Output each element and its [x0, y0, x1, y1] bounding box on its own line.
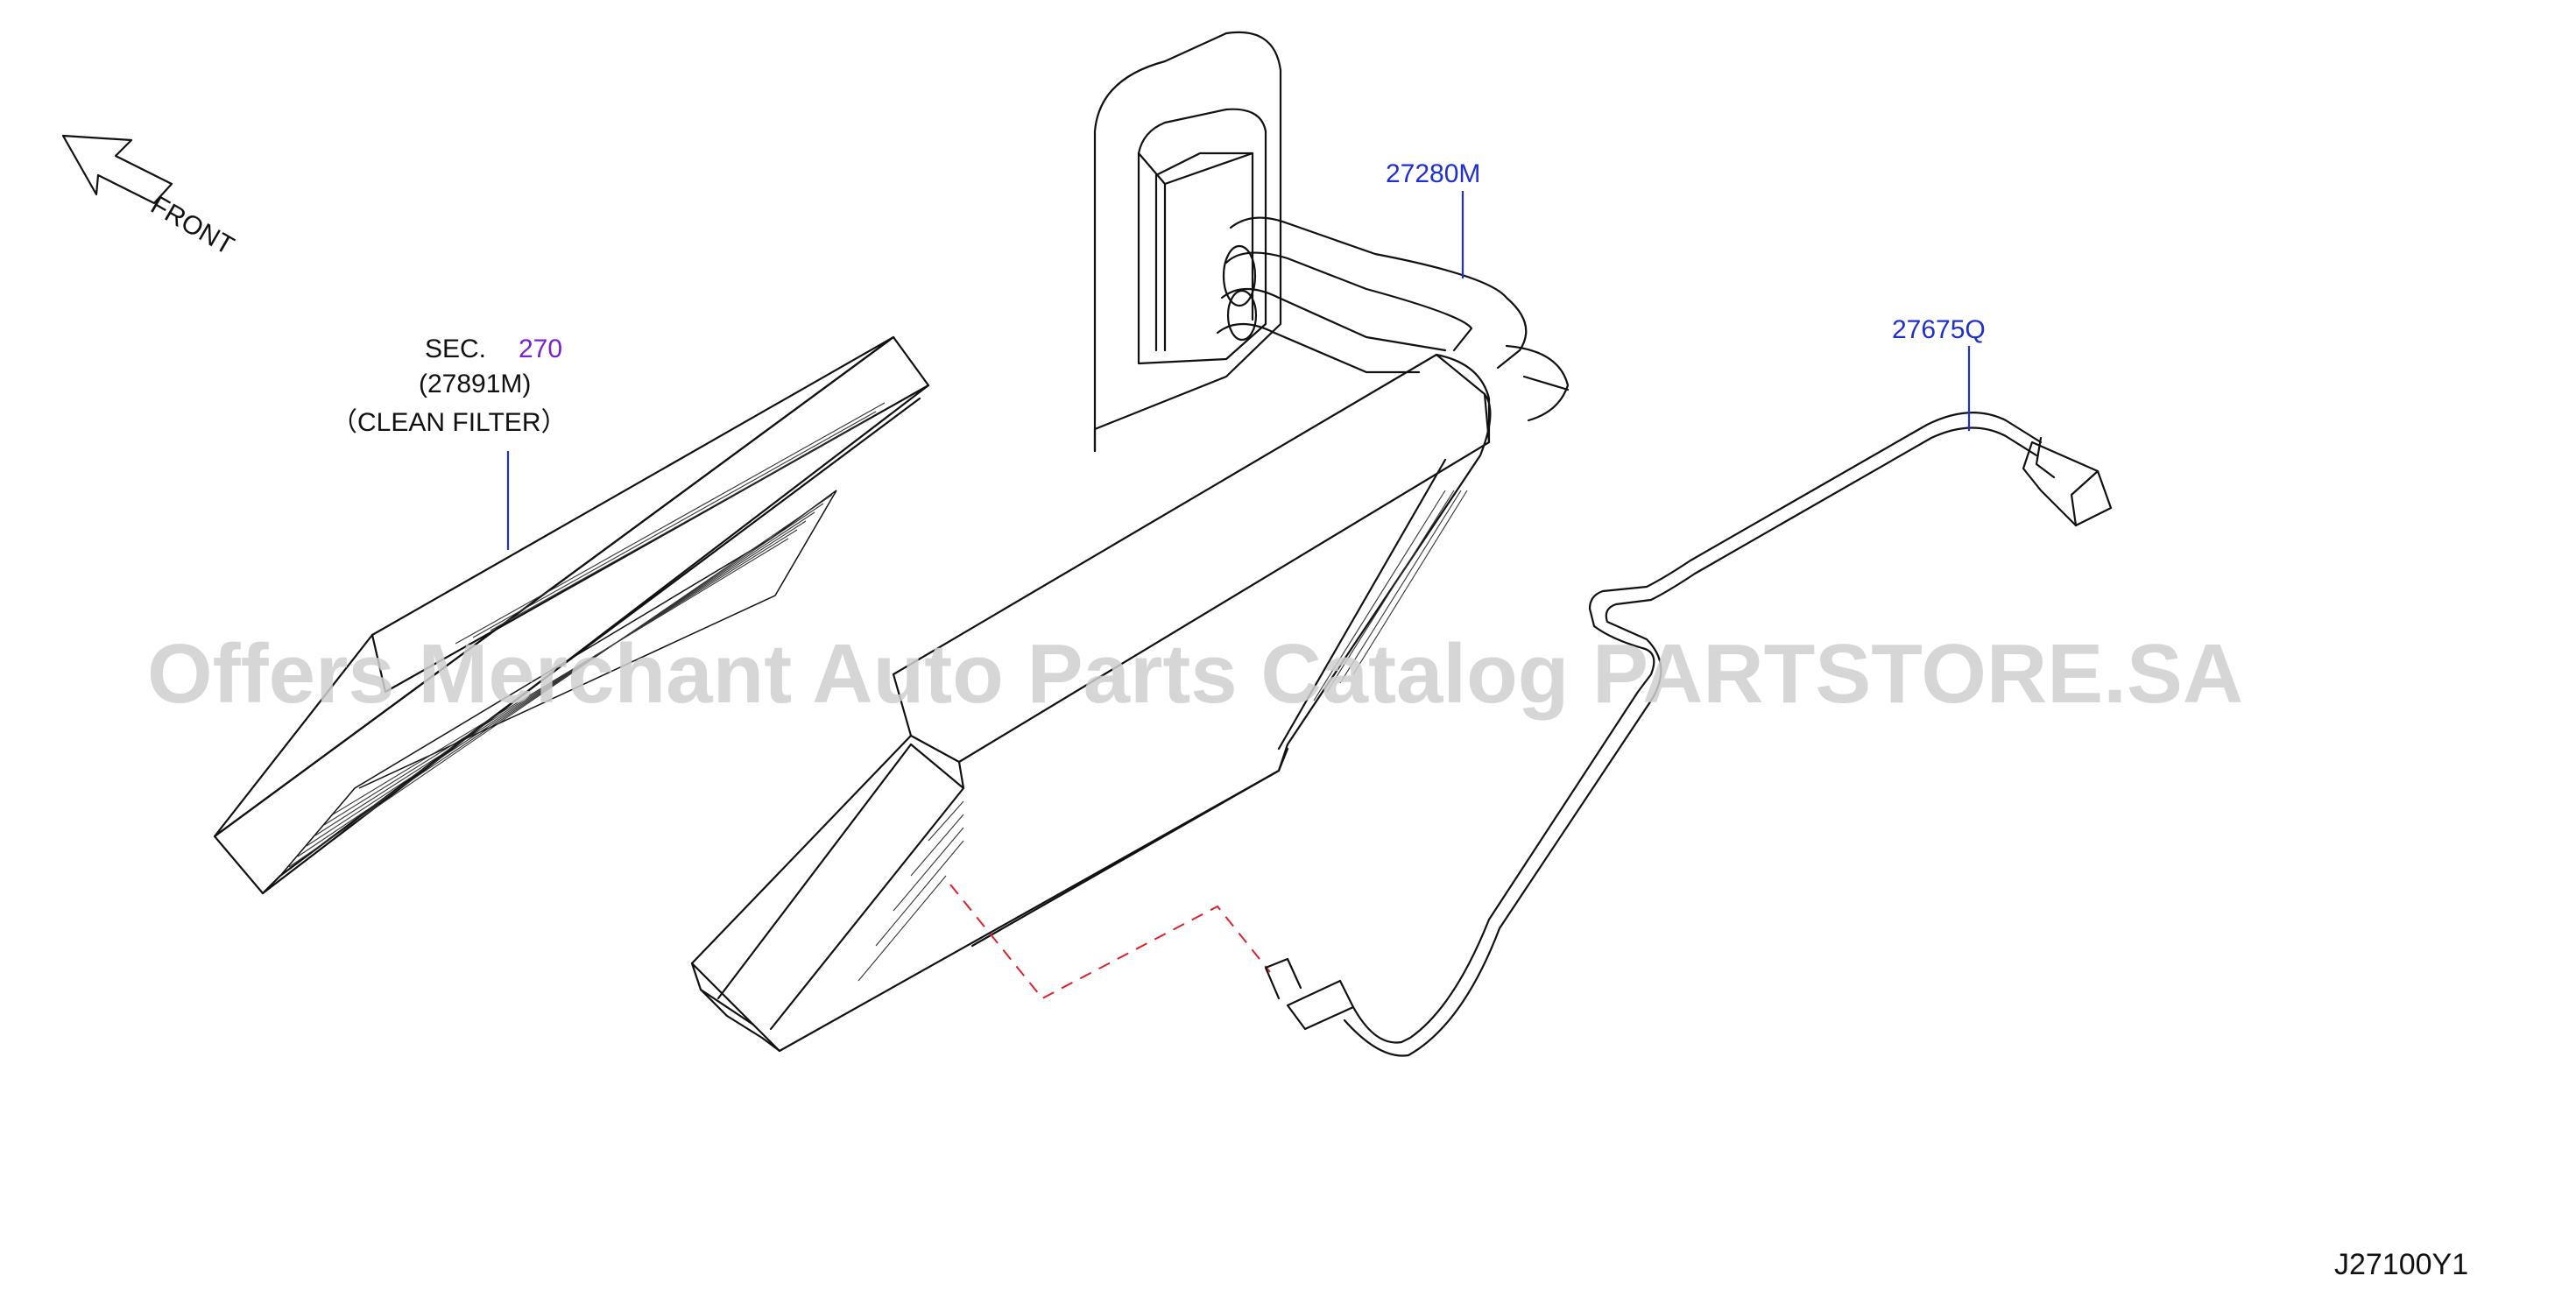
evaporator-pipes — [1216, 216, 1570, 422]
evaporator-core — [690, 353, 1492, 1053]
filter-sec-number: 270 — [519, 335, 562, 363]
sensor-part-number: 27675Q — [1892, 315, 1986, 344]
evaporator-part-number: 27280M — [1386, 159, 1480, 188]
clean-filter — [213, 335, 930, 895]
front-arrow-icon — [61, 134, 173, 205]
filter-part-number: (27891M) — [419, 370, 531, 398]
filter-sec-label: SEC. — [425, 335, 486, 363]
front-label: FRONT — [146, 190, 239, 260]
sensor-location-dashed-line — [949, 884, 1271, 1000]
watermark-text: Offers Merchant Auto Parts Catalog PARTS… — [147, 627, 2243, 721]
evaporator-flange — [1093, 31, 1282, 453]
diagram-code: J27100Y1 — [2334, 1248, 2468, 1281]
filter-name: （CLEAN FILTER） — [331, 408, 568, 437]
thermo-sensor-harness — [1264, 412, 2113, 1057]
